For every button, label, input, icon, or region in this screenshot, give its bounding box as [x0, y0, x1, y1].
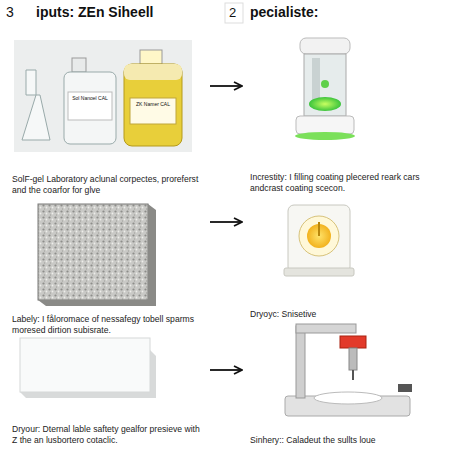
bottle-label: ZK Namer CAL	[132, 101, 174, 108]
panel-caption: SolF-gel Laboratory aclunal corpectes, p…	[12, 174, 206, 196]
header-text: pecialiste:	[250, 4, 318, 20]
panel-caption: Increstity: I filling coating plecered r…	[250, 172, 444, 194]
diagram-title: iputs: ZEn Siheell	[36, 4, 153, 20]
callout-number: 3	[6, 4, 14, 20]
panel-caption: Dryoyc: Snisetive	[250, 309, 444, 320]
process-panel: Sinhery:: Caladeut the sullts loue	[246, 322, 446, 448]
flow-arrow	[210, 221, 242, 223]
callout-number: 2	[229, 5, 236, 20]
panel-caption: Sinhery:: Caladeut the sullts loue	[250, 435, 444, 446]
process-panel: SolF-gel Laboratory aclunal corpectes, p…	[8, 36, 208, 198]
process-panel: Labely: I fåloromace of nessafegy tobell…	[8, 196, 208, 338]
panel-caption: Labely: I fåloromace of nessafegy tobell…	[12, 314, 206, 336]
flow-arrow	[210, 369, 242, 371]
flow-arrow	[210, 85, 242, 87]
process-panel: Dryoyc: Snisetive	[246, 196, 446, 322]
process-panel: Dryour: Dternal lable saftety gealfor pr…	[8, 334, 208, 448]
process-panel: Increstity: I filling coating plecered r…	[246, 36, 446, 196]
panel-caption: Dryour: Dternal lable saftety gealfor pr…	[12, 424, 206, 446]
bottle-label: Sol Nanoel CAL	[70, 95, 110, 102]
